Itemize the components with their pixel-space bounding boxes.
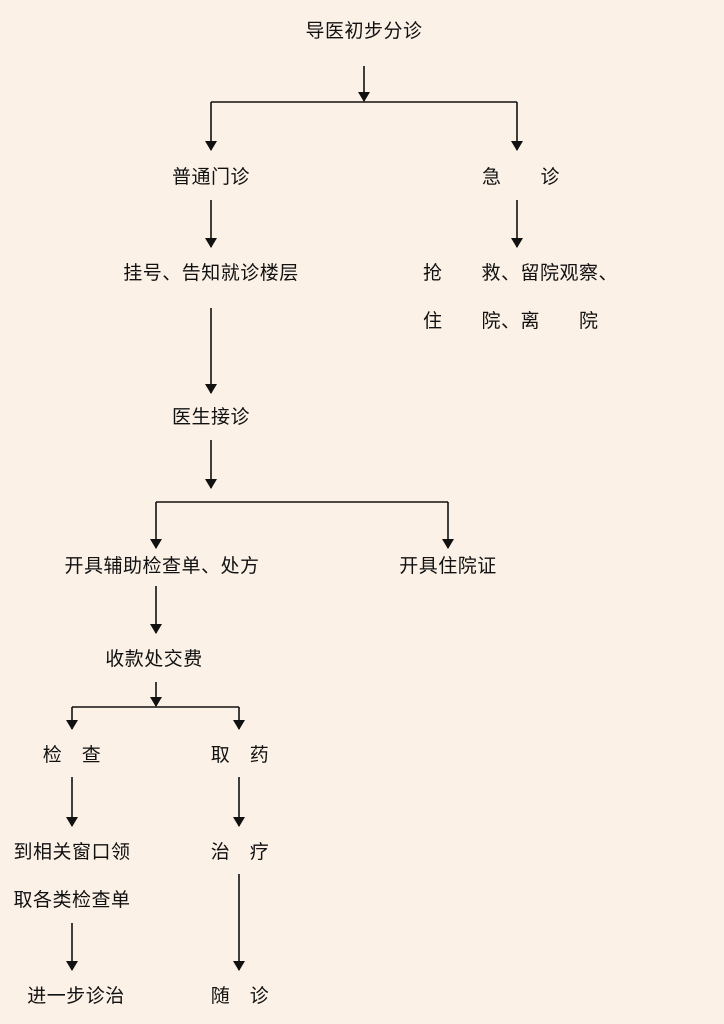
node-doctor: 医生接诊 [171, 406, 251, 428]
node-collect-line2: 取各类检查单 [13, 889, 131, 911]
node-further: 进一步诊治 [27, 985, 125, 1007]
node-triage: 导医初步分诊 [305, 20, 423, 42]
node-emergency-actions-line2: 住 院、离 院 [423, 310, 599, 332]
node-issue-tests: 开具辅助检查单、处方 [64, 555, 260, 577]
node-payment: 收款处交费 [105, 648, 203, 670]
node-collect-line1: 到相关窗口领 [13, 841, 131, 863]
node-issue-admission: 开具住院证 [399, 555, 497, 577]
node-exam: 检 查 [42, 744, 102, 766]
node-followup: 随 诊 [210, 985, 270, 1007]
node-treatment: 治 疗 [210, 841, 270, 863]
node-outpatient: 普通门诊 [171, 166, 251, 188]
node-register: 挂号、告知就诊楼层 [123, 262, 299, 284]
node-medicine: 取 药 [210, 744, 270, 766]
node-emergency: 急 诊 [481, 166, 561, 188]
node-emergency-actions-line1: 抢 救、留院观察、 [423, 262, 619, 284]
